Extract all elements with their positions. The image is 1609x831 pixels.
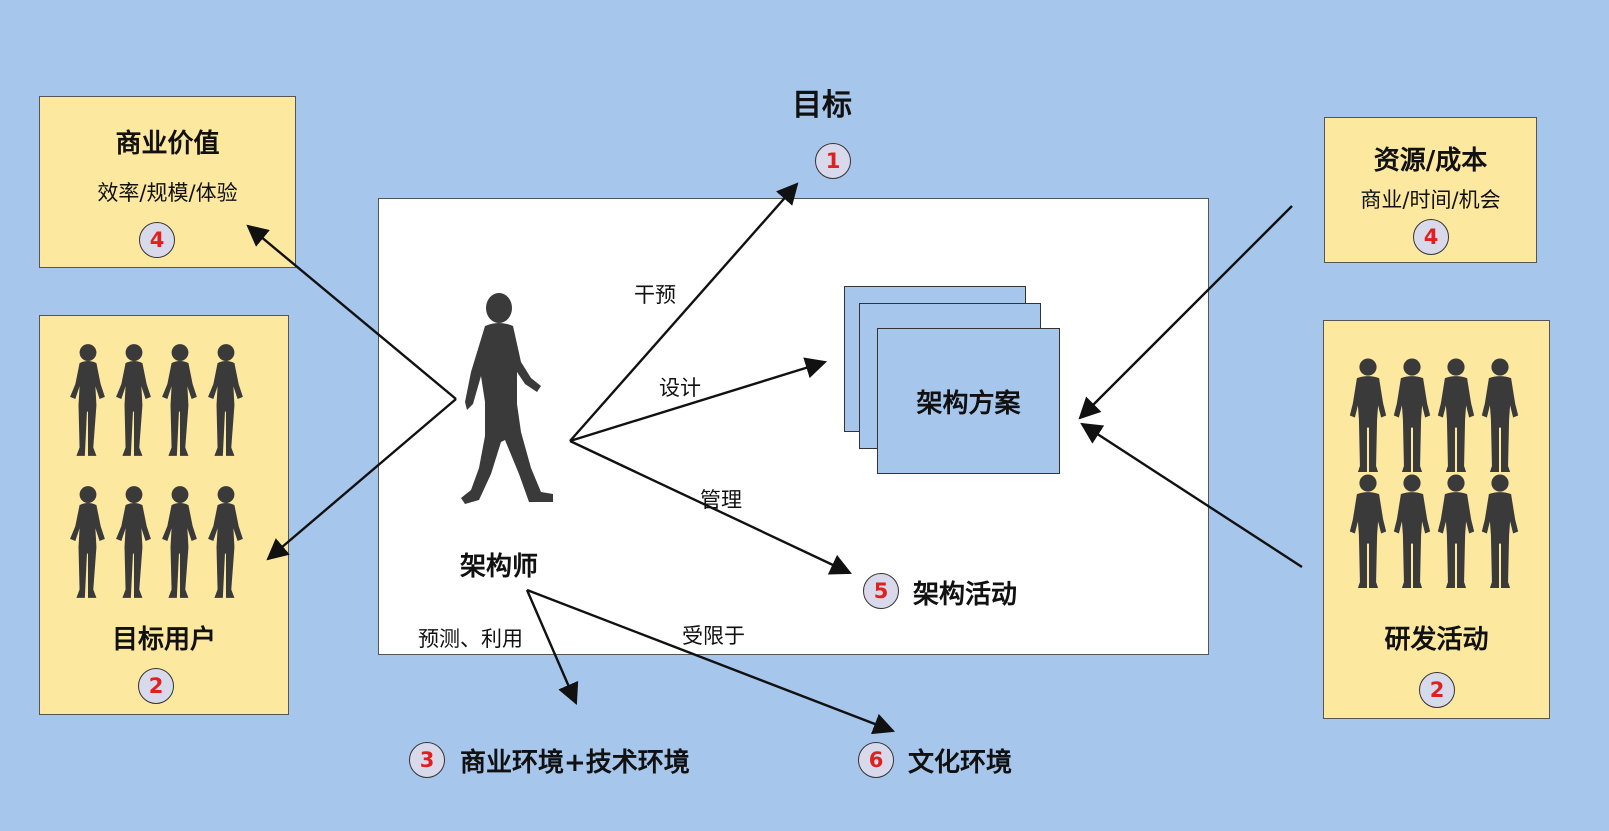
resources-subtitle: 商业/时间/机会 [1325,184,1536,214]
resources-title: 资源/成本 [1325,140,1536,177]
target-users-badge: 2 [138,668,174,704]
target-users-box: 目标用户 2 [39,315,289,715]
users-group-icon [66,342,256,606]
architect-label: 架构师 [460,546,538,583]
edge-label-design: 设计 [659,372,701,402]
business-value-badge: 4 [139,222,175,258]
plan-card-front: 架构方案 [877,328,1060,474]
environment-label: 商业环境+技术环境 [460,742,690,779]
plan-label: 架构方案 [878,383,1059,420]
culture-label: 文化环境 [908,742,1012,779]
business-value-subtitle: 效率/规模/体验 [40,177,295,207]
arch-activity-badge: 5 [863,573,899,609]
rd-activity-badge: 2 [1419,672,1455,708]
women-silhouettes-icon [66,342,256,602]
men-silhouettes-icon [1346,357,1530,597]
edge-label-limited-by: 受限于 [682,620,745,650]
edge-label-manage: 管理 [700,484,742,514]
resources-badge: 4 [1413,219,1449,255]
goal-badge: 1 [815,143,851,179]
rd-team-icon [1346,357,1530,601]
business-value-title: 商业价值 [40,123,295,160]
edge-label-predict-use: 预测、利用 [418,623,523,653]
rd-activity-box: 研发活动 2 [1323,320,1550,719]
resources-box: 资源/成本 商业/时间/机会 4 [1324,117,1537,263]
arch-activity-label: 架构活动 [913,574,1017,611]
business-value-box: 商业价值 效率/规模/体验 4 [39,96,296,268]
architect-figure-icon [455,292,565,516]
target-users-title: 目标用户 [40,619,288,656]
rd-activity-title: 研发活动 [1324,619,1549,656]
culture-badge: 6 [858,742,894,778]
environment-badge: 3 [409,742,445,778]
goal-title: 目标 [792,80,852,124]
edge-label-intervene: 干预 [634,279,676,309]
